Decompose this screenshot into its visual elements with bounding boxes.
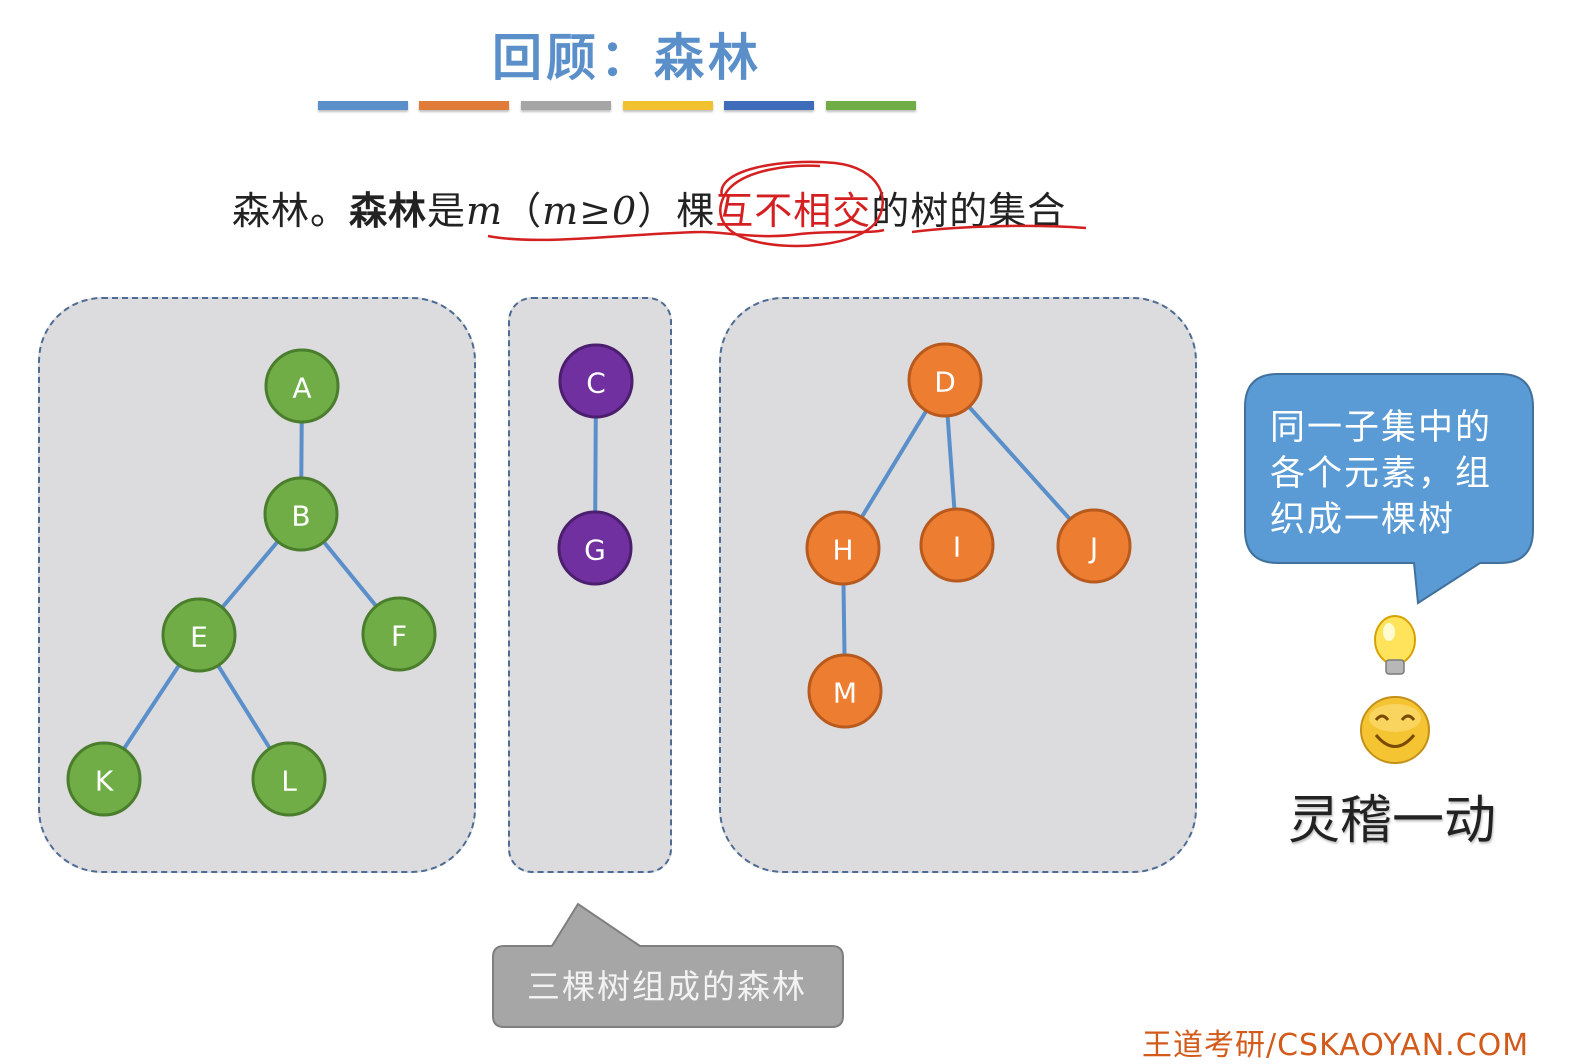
node-label: M [833, 677, 857, 710]
tree-node-H: H [805, 510, 881, 586]
node-circle [558, 343, 634, 419]
node-circle [263, 476, 339, 552]
node-circle [161, 597, 237, 673]
lightbulb-icon [1374, 615, 1416, 675]
speech-bubble [1244, 373, 1534, 605]
node-circle [264, 348, 340, 424]
smiley-face-icon [1360, 696, 1430, 764]
node-label: F [391, 620, 407, 653]
slide-title: 回顾：森林 [492, 29, 762, 87]
definition-term: 森林 [349, 189, 428, 233]
definition-paren-close: ） [637, 189, 677, 233]
node-label: L [281, 765, 297, 798]
tree-node-B: B [263, 476, 339, 552]
color-bar [623, 101, 713, 110]
tree-node-L: L [251, 741, 327, 817]
node-label: B [291, 500, 310, 533]
node-circle [805, 510, 881, 586]
handwritten-circle [719, 160, 884, 248]
node-circle [1056, 508, 1132, 584]
tree-node-J: J [1056, 508, 1132, 584]
node-label: C [586, 367, 606, 400]
node-circle [361, 596, 437, 672]
node-label: G [584, 534, 606, 567]
tree-node-A: A [264, 348, 340, 424]
node-circle [251, 741, 327, 817]
color-bar [724, 101, 814, 110]
definition-is: 是 [427, 189, 467, 233]
tree-node-K: K [66, 741, 142, 817]
speech-bubble-text: 同一子集中的各个元素，组织成一棵树 [1270, 408, 1493, 540]
tree-node-D: D [907, 342, 983, 418]
gray-callout-text: 三棵树组成的森林 [527, 967, 807, 1006]
forest-definition: 森林。森林是m（m≥0）棵互不相交的树的集合 [232, 180, 1066, 235]
tree-node-F: F [361, 596, 437, 672]
definition-disjoint: 互不相交 [715, 189, 872, 233]
node-circle [919, 507, 995, 583]
tree-node-G: G [557, 510, 633, 586]
tree-node-I: I [919, 507, 995, 583]
definition-m-condition: m≥0 [542, 189, 638, 233]
node-label: J [1088, 532, 1098, 565]
node-label: A [292, 372, 311, 405]
color-bar [419, 101, 509, 110]
node-circle [807, 653, 883, 729]
definition-lead: 森林。 [232, 189, 350, 233]
tree-node-C: C [558, 343, 634, 419]
node-label: K [95, 765, 114, 798]
definition-paren-open: （ [503, 189, 543, 233]
node-label: H [832, 534, 853, 567]
color-bar [826, 101, 916, 110]
tree-node-M: M [807, 653, 883, 729]
definition-count-word: 棵 [676, 189, 716, 233]
node-circle [66, 741, 142, 817]
gray-callout-shape [492, 902, 844, 1028]
tree-node-E: E [161, 597, 237, 673]
inspiration-text: 灵稽一动 [1288, 791, 1497, 851]
node-label: E [190, 621, 208, 654]
node-label: D [934, 366, 956, 399]
handwritten-underline [487, 228, 885, 242]
definition-m: m [466, 189, 504, 233]
node-circle [557, 510, 633, 586]
watermark: 王道考研/CSKAOYAN.COM [1142, 1028, 1530, 1063]
handwritten-underline [911, 224, 1087, 234]
color-bar [521, 101, 611, 110]
color-bar [318, 101, 408, 110]
node-circle [907, 342, 983, 418]
node-label: I [953, 531, 961, 564]
